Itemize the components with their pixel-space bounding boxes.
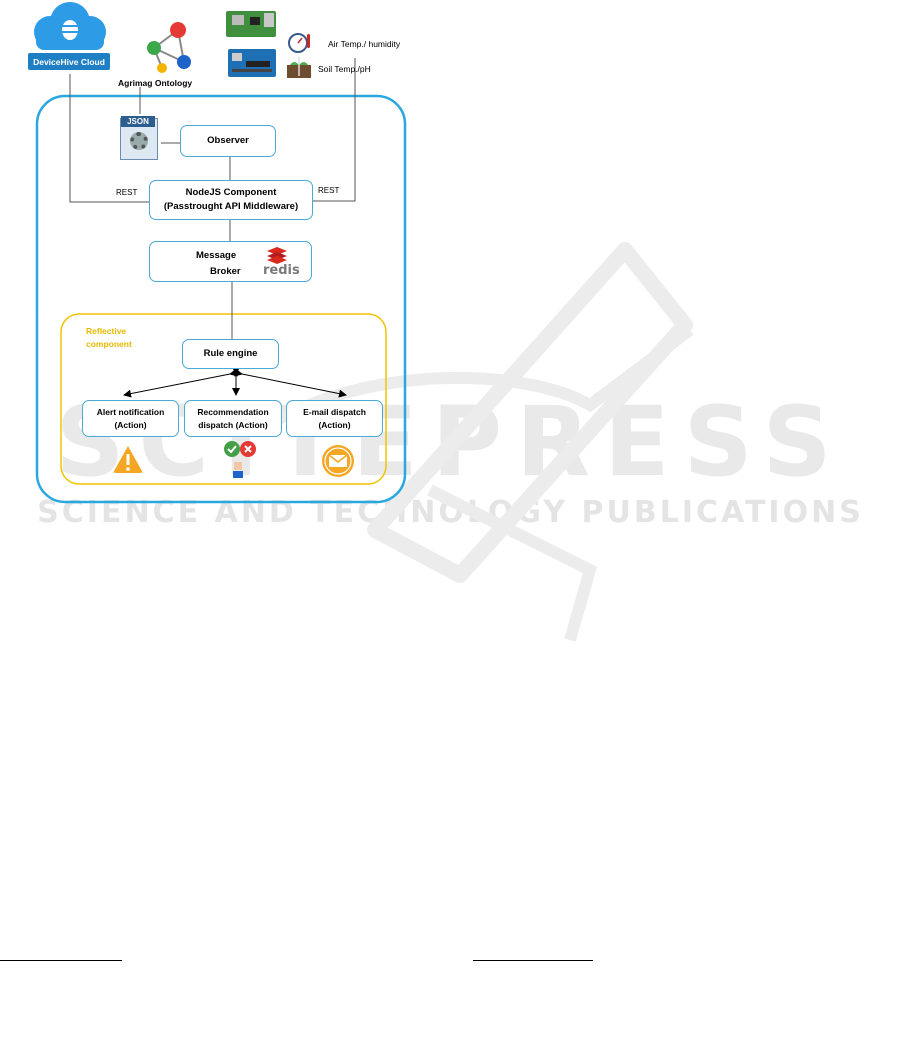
observer-box: Observer <box>180 125 276 157</box>
nodejs-label-line2: (Passtrought API Middleware) <box>163 201 299 212</box>
cloud-icon <box>34 2 106 50</box>
alert-notification-box: Alert notification (Action) <box>82 400 179 437</box>
email-dispatch-box: E-mail dispatch (Action) <box>286 400 383 437</box>
soil-sensor-label: Soil Temp./pH <box>318 64 371 74</box>
air-sensor-label: Air Temp./ humidity <box>328 39 401 49</box>
warning-icon <box>113 446 143 473</box>
rest-right-label: REST <box>318 186 340 195</box>
redis-logo-text: redis <box>263 263 300 278</box>
air-sensor-icon <box>288 33 310 53</box>
alert-label-line2: (Action) <box>114 419 147 430</box>
recommendation-dispatch-box: Recommendation dispatch (Action) <box>184 400 282 437</box>
email-label-line2: (Action) <box>318 419 351 430</box>
cloud-label: DeviceHive Cloud <box>28 53 110 70</box>
rule-engine-label: Rule engine <box>203 348 258 359</box>
nodejs-label-line1: NodeJS Component <box>185 187 277 198</box>
redis-logo-icon <box>267 247 287 264</box>
nodejs-component-box: NodeJS Component (Passtrought API Middle… <box>149 180 313 220</box>
raspberry-pi-board-icon <box>226 11 276 37</box>
footnote-rule-right <box>473 960 593 961</box>
email-envelope-icon <box>322 445 354 477</box>
observer-label: Observer <box>207 135 249 146</box>
rest-left-label: REST <box>116 188 138 197</box>
reflective-component-label: Reflective component <box>86 326 132 349</box>
arduino-board-icon <box>228 49 276 77</box>
json-config-icon: JSON <box>118 114 158 160</box>
broker-label-line2: Broker <box>210 266 241 277</box>
footnote-rule-left <box>0 960 122 961</box>
rule-engine-box: Rule engine <box>182 339 279 369</box>
approve-reject-icon <box>224 441 256 478</box>
broker-label-line1: Message <box>196 250 237 261</box>
recommendation-label-line1: Recommendation <box>197 406 269 417</box>
message-broker-box: Message Broker redis <box>149 241 312 282</box>
recommendation-label-line2: dispatch (Action) <box>198 419 268 430</box>
email-label-line1: E-mail dispatch <box>303 406 366 417</box>
alert-label-line1: Alert notification <box>96 406 165 417</box>
ontology-graph-icon <box>147 22 191 73</box>
json-label: JSON <box>121 116 155 127</box>
soil-sensor-icon <box>287 57 311 78</box>
ontology-label: Agrimag Ontology <box>118 78 193 88</box>
